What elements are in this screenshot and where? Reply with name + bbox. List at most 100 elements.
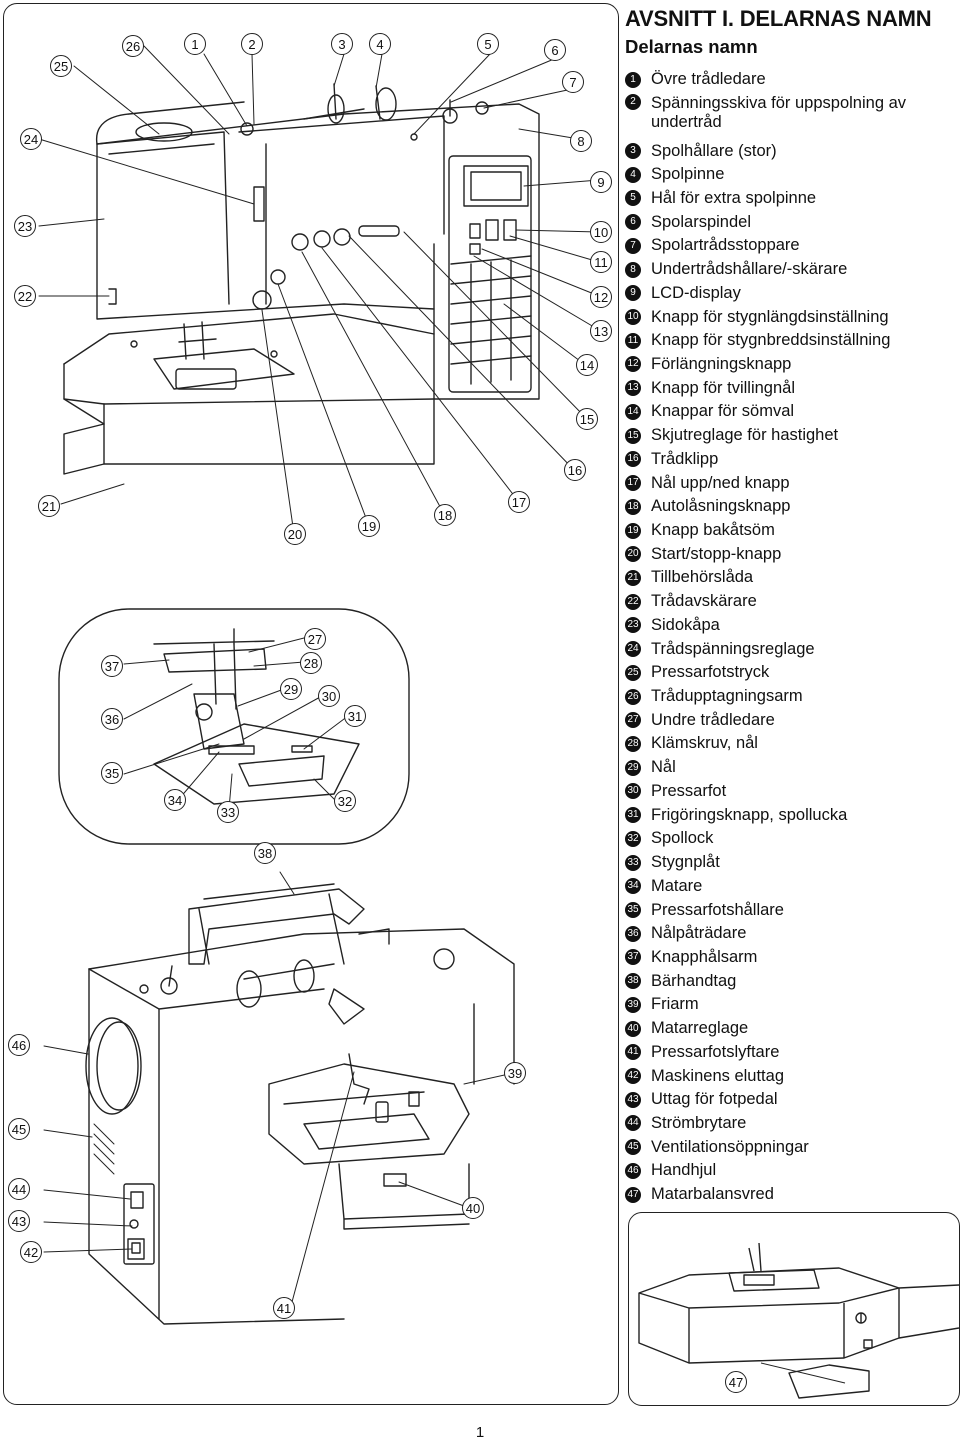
part-label: Stygnplåt xyxy=(651,853,720,872)
illustration-panel: 1 2 3 4 5 6 7 8 9 10 11 12 13 14 15 16 1… xyxy=(3,3,619,1405)
part-item: 35 Pressarfotshållare xyxy=(625,898,960,922)
front-leader-lines xyxy=(38,45,600,535)
part-number-badge: 26 xyxy=(625,688,641,705)
callout-30: 30 xyxy=(318,685,340,707)
part-label: Start/stopp-knapp xyxy=(651,544,782,563)
part-label: Knapphålsarm xyxy=(651,947,758,966)
part-label: Nålpåträdare xyxy=(651,924,747,943)
callout-28: 28 xyxy=(300,652,322,674)
callout-14: 14 xyxy=(576,354,598,376)
callout-47: 47 xyxy=(725,1371,747,1393)
callout-22: 22 xyxy=(14,285,36,307)
callout-9: 9 xyxy=(590,171,612,193)
callout-25: 25 xyxy=(50,55,72,77)
part-number-badge: 18 xyxy=(625,498,641,515)
part-number-badge: 3 xyxy=(625,143,641,160)
callout-46: 46 xyxy=(8,1034,30,1056)
callout-35: 35 xyxy=(101,762,123,784)
part-item: 20 Start/stopp-knapp xyxy=(625,542,960,566)
part-number-badge: 14 xyxy=(625,403,641,420)
part-number-badge: 19 xyxy=(625,522,641,539)
rear-leader-lines xyxy=(43,871,510,1303)
callout-17: 17 xyxy=(508,491,530,513)
part-label: Skjutreglage för hastighet xyxy=(651,426,839,445)
callout-21: 21 xyxy=(38,495,60,517)
callout-23: 23 xyxy=(14,215,36,237)
part-label: Trådupptagningsarm xyxy=(651,687,803,706)
part-label: Undre trådledare xyxy=(651,710,775,729)
section-title: AVSNITT I. DELARNAS NAMN xyxy=(625,6,932,31)
part-number-badge: 41 xyxy=(625,1044,641,1061)
feed-balance-illustration xyxy=(638,1242,959,1399)
part-number-badge: 31 xyxy=(625,807,641,824)
part-label: Trådspänningsreglage xyxy=(651,639,815,658)
callout-1: 1 xyxy=(184,33,206,55)
callout-18: 18 xyxy=(434,504,456,526)
part-number-badge: 21 xyxy=(625,569,641,586)
callout-42: 42 xyxy=(20,1241,42,1263)
callout-43: 43 xyxy=(8,1210,30,1232)
part-label: Spänningsskiva för uppspolning av undert… xyxy=(651,93,907,131)
part-item: 29 Nål xyxy=(625,756,960,780)
callout-26: 26 xyxy=(122,35,144,57)
part-number-badge: 10 xyxy=(625,309,641,326)
callout-16: 16 xyxy=(564,459,586,481)
part-label: Pressarfotshållare xyxy=(651,900,784,919)
part-number-badge: 29 xyxy=(625,759,641,776)
part-label: Nål xyxy=(651,758,676,777)
callout-33: 33 xyxy=(217,801,239,823)
part-number-badge: 35 xyxy=(625,902,641,919)
part-label: Bärhandtag xyxy=(651,971,737,990)
part-label: Knapp bakåtsöm xyxy=(651,521,775,540)
part-number-badge: 6 xyxy=(625,214,641,231)
callout-6: 6 xyxy=(544,39,566,61)
callout-45: 45 xyxy=(8,1118,30,1140)
callout-29: 29 xyxy=(280,678,302,700)
part-label: Maskinens eluttag xyxy=(651,1066,784,1085)
callout-8: 8 xyxy=(570,130,592,152)
part-number-badge: 43 xyxy=(625,1091,641,1108)
part-label: Hål för extra spolpinne xyxy=(651,188,817,207)
part-number-badge: 17 xyxy=(625,475,641,492)
callout-40: 40 xyxy=(462,1197,484,1219)
part-number-badge: 46 xyxy=(625,1162,641,1179)
callout-15: 15 xyxy=(576,408,598,430)
callout-37: 37 xyxy=(101,655,123,677)
part-number-badge: 1 xyxy=(625,71,641,88)
callout-5: 5 xyxy=(477,33,499,55)
part-number-badge: 32 xyxy=(625,830,641,847)
part-label: Strömbrytare xyxy=(651,1113,747,1132)
part-item: 6 Spolarspindel xyxy=(625,210,960,234)
part-number-badge: 37 xyxy=(625,949,641,966)
part-number-badge: 7 xyxy=(625,237,641,254)
part-number-badge: 22 xyxy=(625,593,641,610)
part-label: Uttag för fotpedal xyxy=(651,1090,778,1109)
part-label: Sidokåpa xyxy=(651,615,720,634)
part-label: Spolarspindel xyxy=(651,212,751,231)
callout-38: 38 xyxy=(254,842,276,864)
callout-44: 44 xyxy=(8,1178,30,1200)
part-number-badge: 23 xyxy=(625,617,641,634)
parts-list-column: AVSNITT I. DELARNAS NAMN Delarnas namn 1… xyxy=(625,0,960,1207)
part-number-badge: 20 xyxy=(625,546,641,563)
part-item: 23 Sidokåpa xyxy=(625,614,960,638)
part-label: Tillbehörslåda xyxy=(651,568,754,587)
part-label: Matarreglage xyxy=(651,1019,749,1038)
callout-11: 11 xyxy=(590,251,612,273)
part-label: Pressarfotstryck xyxy=(651,663,770,682)
